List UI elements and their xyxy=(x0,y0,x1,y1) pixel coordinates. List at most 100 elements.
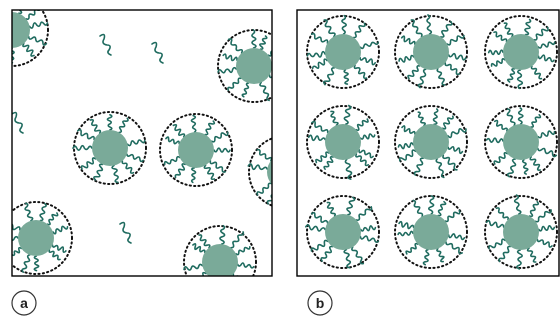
polymer-chain xyxy=(259,35,268,50)
micelle-core xyxy=(503,34,539,70)
polymer-chain xyxy=(521,159,529,175)
polymer-chain xyxy=(417,111,426,127)
micelle xyxy=(2,0,49,67)
polymer-chain xyxy=(213,147,231,153)
micelle xyxy=(72,111,147,185)
polymer-chain xyxy=(106,114,113,131)
micelle xyxy=(306,104,380,180)
micelle-core xyxy=(18,220,54,256)
polymer-chain xyxy=(89,118,102,134)
micelle xyxy=(305,195,380,269)
panel-a-label: a xyxy=(11,290,37,316)
polymer-chain xyxy=(407,65,421,80)
polymer-chain xyxy=(397,230,414,237)
polymer-chain xyxy=(398,54,415,63)
polymer-chain xyxy=(359,41,380,50)
polymer-chain xyxy=(530,65,543,80)
polymer-chain xyxy=(410,19,423,38)
micelle-shell xyxy=(306,15,380,89)
micelle-shell xyxy=(248,137,272,207)
polymer-chain xyxy=(524,18,532,36)
polymer-chain xyxy=(517,107,524,125)
polymer-chain xyxy=(80,157,97,170)
polymer-chain xyxy=(227,77,242,91)
polymer-chain xyxy=(72,144,93,151)
micelle-shell xyxy=(12,201,73,275)
polymer-chain xyxy=(447,128,467,139)
micelle-core xyxy=(92,130,128,166)
polymer-chain xyxy=(487,49,504,56)
polymer-chain xyxy=(444,62,461,76)
polymer-chain xyxy=(432,108,439,126)
polymer-chain xyxy=(435,158,445,179)
micelle-shell xyxy=(306,105,380,179)
polymer-chain xyxy=(346,196,356,216)
polymer-chain xyxy=(311,120,329,134)
polymer-chain xyxy=(111,164,119,184)
micelle-shell xyxy=(73,111,147,185)
polymer-chain xyxy=(422,248,430,266)
panel-b-frame xyxy=(296,9,560,277)
polymer-chain xyxy=(174,163,186,179)
polymer-chain xyxy=(256,148,272,162)
polymer-chain xyxy=(485,219,505,229)
polymer-chain xyxy=(271,67,272,71)
polymer-chain xyxy=(203,164,216,181)
micelle-core xyxy=(413,34,449,70)
polymer-chain xyxy=(343,69,350,85)
polymer-chain xyxy=(226,278,235,294)
polymer-chain xyxy=(256,182,272,196)
polymer-chain xyxy=(352,22,366,39)
polymer-chain xyxy=(330,110,339,126)
polymer-chain xyxy=(445,241,463,255)
polymer-chain xyxy=(305,224,326,232)
panel-a xyxy=(2,0,294,294)
polymer-chain xyxy=(446,34,465,46)
polymer-chain xyxy=(267,50,272,57)
micelle-shell xyxy=(159,113,233,187)
micelle-core xyxy=(325,214,361,250)
polymer-chain xyxy=(417,68,427,89)
micelle-core xyxy=(325,34,361,70)
polymer-chain xyxy=(494,119,508,132)
micelle xyxy=(394,195,468,269)
polymer-chain xyxy=(217,66,237,74)
polymer-chain xyxy=(202,271,207,276)
micelle xyxy=(484,15,558,90)
polymer-chain xyxy=(536,238,553,248)
polymer-chain xyxy=(315,151,330,164)
micelle-core xyxy=(503,124,539,160)
panel-b-label: b xyxy=(307,290,333,316)
polymer-chain xyxy=(190,167,197,184)
polymer-chain xyxy=(190,114,197,133)
polymer-chain xyxy=(237,262,255,269)
polymer-chain xyxy=(22,42,35,57)
polymer-chain xyxy=(488,238,506,250)
polymer-chain xyxy=(77,128,95,141)
polymer-chain xyxy=(2,0,8,13)
polymer-chain xyxy=(437,200,447,217)
polymer-chain xyxy=(447,52,467,61)
polymer-chain xyxy=(306,50,326,58)
polymer-chain xyxy=(310,239,329,252)
polymer-chain xyxy=(12,235,19,241)
micelle-shell xyxy=(306,195,380,269)
polymer-chain xyxy=(183,263,204,271)
polymer-chain xyxy=(310,211,329,224)
polymer-chain xyxy=(401,125,416,135)
polymer-chain xyxy=(397,142,414,150)
polymer-chain xyxy=(444,209,461,223)
micelle xyxy=(484,105,558,179)
polymer-chain xyxy=(288,190,294,207)
polymer-chain xyxy=(436,67,446,86)
panel-a-content xyxy=(2,0,294,294)
polymer-chain xyxy=(413,157,424,176)
micelle xyxy=(159,113,233,187)
polymer-chain xyxy=(172,123,186,138)
panel-a-label-ring xyxy=(11,290,37,316)
polymer-chain xyxy=(323,155,334,170)
polymer-chain xyxy=(326,201,336,217)
micelle-core xyxy=(413,214,449,250)
micelle xyxy=(183,224,257,294)
polymer-chain xyxy=(12,223,21,231)
